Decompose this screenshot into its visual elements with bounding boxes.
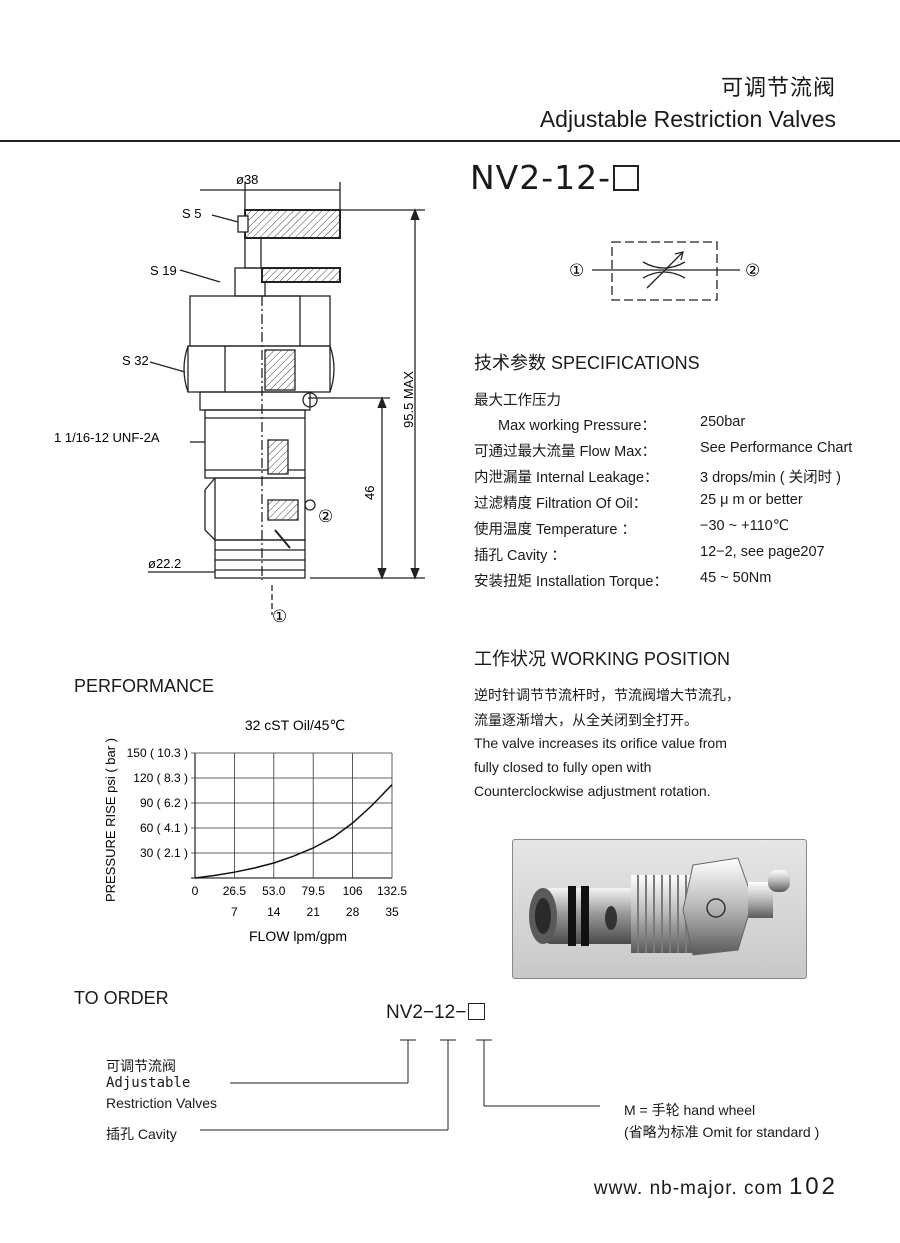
chart-x-tick-gpm: 14	[267, 905, 281, 919]
chart-x-tick-gpm: 21	[307, 905, 321, 919]
header-title-en: Adjustable Restriction Valves	[539, 106, 836, 132]
chart-y-tick: 90 ( 6.2 )	[140, 796, 188, 810]
spec-value-7: 45 ~ 50Nm	[700, 570, 772, 586]
order-option-standard: (省略为标准 Omit for standard )	[624, 1124, 820, 1140]
order-option-box-icon	[468, 1003, 486, 1020]
model-code: NV2-12-	[470, 158, 640, 197]
spec-value-1: 250bar	[700, 414, 746, 430]
order-label-valve-en1: Adjustable	[106, 1075, 191, 1091]
spec-label-4: 过滤精度 Filtration Of Oil：	[474, 496, 648, 512]
dim-46-label: 46	[362, 486, 377, 500]
order-label-valve-cn: 可调节流阀	[106, 1058, 176, 1074]
hydraulic-symbol: ① ②	[569, 241, 760, 301]
spec-value-4: 25 μ m or better	[700, 492, 803, 508]
working-line-2: The valve increases its orifice value fr…	[474, 735, 727, 751]
header-title-cn: 可调节流阀	[720, 75, 836, 100]
chart-x-tick-lpm: 26.5	[223, 884, 247, 898]
spec-value-6: 12−2, see page207	[700, 544, 825, 560]
chart-y-tick: 150 ( 10.3 )	[127, 746, 188, 760]
performance-chart: 32 cST Oil/45℃ PRESSURE RISE psi ( bar )…	[103, 717, 407, 944]
spec-label-3: 内泄漏量 Internal Leakage：	[474, 470, 659, 486]
chart-x-label: FLOW lpm/gpm	[249, 928, 347, 944]
spec-label-6: 插孔 Cavity ：	[474, 548, 566, 564]
port-1-label: ①	[272, 607, 287, 626]
chart-series-line	[194, 784, 393, 879]
footer-url: www. nb-major. com	[593, 1178, 783, 1199]
performance-title: PERFORMANCE	[74, 676, 215, 696]
order-code: NV2−12−	[386, 1002, 486, 1024]
page-number: 102	[788, 1173, 838, 1200]
order-label-valve-en2: Restriction Valves	[106, 1095, 218, 1111]
spec-label-2: 可通过最大流量 Flow Max：	[474, 444, 657, 460]
chart-x-tick-gpm: 28	[346, 905, 360, 919]
dim-dia22-label: ø22.2	[148, 556, 181, 571]
dim-s32-label: S 32	[122, 353, 149, 368]
chart-x-tick-gpm: 7	[231, 905, 238, 919]
chart-x-tick-gpm: 35	[385, 905, 399, 919]
order-title: TO ORDER	[74, 988, 169, 1008]
chart-x-tick-lpm: 0	[192, 884, 199, 898]
working-title: 工作状况 WORKING POSITION	[474, 649, 731, 669]
chart-x-tick-lpm: 132.5	[377, 884, 407, 898]
working-line-1: 流量逐渐增大，从全关闭到全打开。	[474, 712, 698, 728]
working-line-0: 逆时针调节节流杆时，节流阀增大节流孔，	[474, 687, 740, 703]
symbol-port-2: ②	[745, 261, 760, 280]
dim-s19-label: S 19	[150, 263, 177, 278]
product-photo	[512, 839, 807, 979]
chart-y-tick: 60 ( 4.1 )	[140, 821, 188, 835]
chart-x-tick-lpm: 106	[343, 884, 363, 898]
spec-label-0: 最大工作压力	[474, 393, 561, 409]
spec-value-2: See Performance Chart	[700, 440, 853, 456]
spec-value-3: 3 drops/min ( 关闭时 )	[700, 470, 841, 486]
port-2-label: ②	[318, 507, 333, 526]
spec-label-5: 使用温度 Temperature ：	[474, 522, 636, 538]
order-label-cavity: 插孔 Cavity	[106, 1126, 177, 1142]
valve-drawing: ø38 S 5 S 19 S 32 1 1/16-12 UNF-2A ø22.2…	[54, 172, 425, 626]
spec-value-5: −30 ~ +110℃	[700, 518, 789, 534]
spec-label-1: Max working Pressure：	[498, 418, 656, 434]
thread-label: 1 1/16-12 UNF-2A	[54, 430, 160, 445]
order-option-handwheel: M = 手轮 hand wheel	[624, 1102, 756, 1118]
chart-x-tick-lpm: 53.0	[262, 884, 286, 898]
working-line-4: Counterclockwise adjustment rotation.	[474, 783, 711, 799]
working-line-3: fully closed to fully open with	[474, 759, 652, 775]
option-box-icon	[613, 165, 640, 191]
specs-title: 技术参数 SPECIFICATIONS	[474, 353, 700, 373]
header-divider	[0, 140, 900, 142]
chart-y-tick: 120 ( 8.3 )	[133, 771, 188, 785]
chart-x-tick-lpm: 79.5	[302, 884, 326, 898]
spec-label-7: 安装扭矩 Installation Torque：	[474, 574, 668, 590]
chart-y-label: PRESSURE RISE psi ( bar )	[103, 738, 118, 902]
dim-s5-label: S 5	[182, 206, 202, 221]
dim-max-label: 95.5 MAX	[401, 371, 416, 428]
order-leader-lines	[200, 1039, 600, 1131]
symbol-port-1: ①	[569, 261, 584, 280]
dim-dia38-label: ø38	[236, 172, 258, 187]
chart-title: 32 cST Oil/45℃	[245, 717, 345, 733]
chart-y-tick: 30 ( 2.1 )	[140, 846, 188, 860]
